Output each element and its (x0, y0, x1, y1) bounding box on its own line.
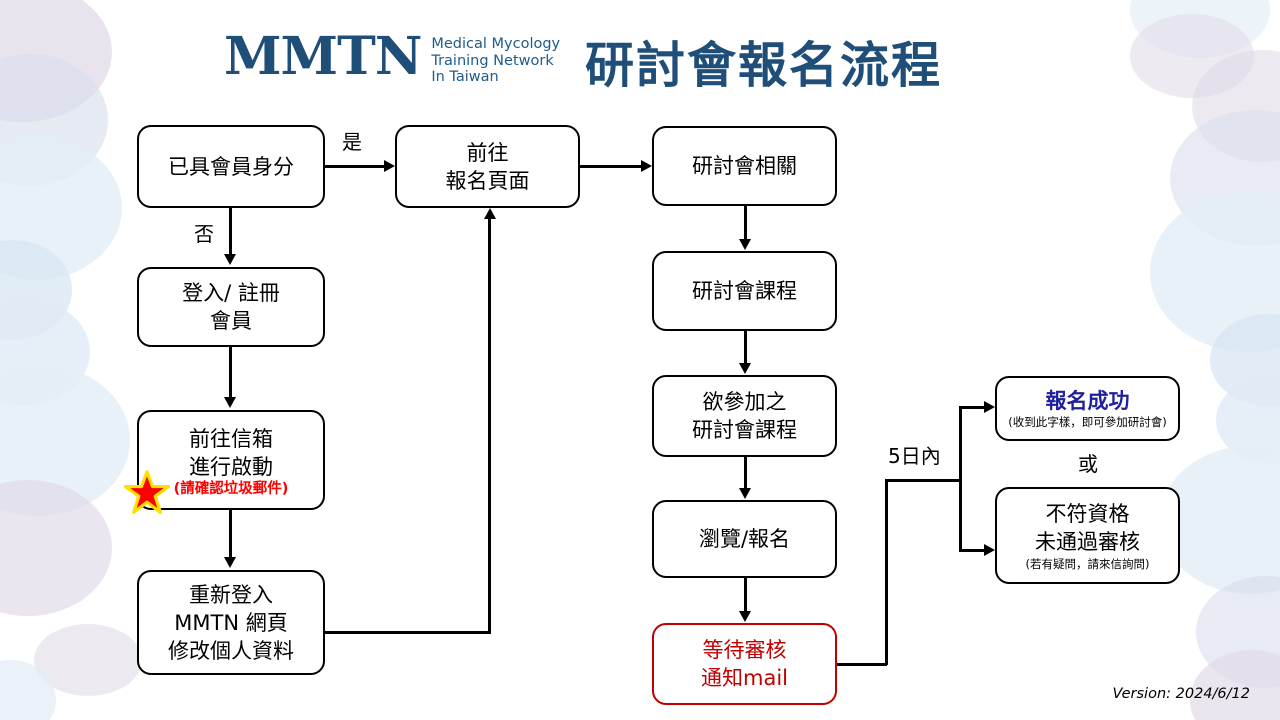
connector-branch-vertical (959, 406, 962, 552)
connector-branch-to-success (959, 406, 986, 409)
logo-tagline-line-3: In Taiwan (431, 69, 499, 85)
logo-tagline-line-2: Training Network (431, 52, 554, 69)
node-success-note: (收到此字樣，即可參加研討會) (1008, 414, 1167, 429)
logo-wordmark: MMTN (224, 26, 422, 87)
connector-course-to-desired (744, 331, 747, 364)
node-desired-course-line-1: 欲參加之 (702, 390, 787, 414)
node-desired-course-line-2: 研討會課程 (692, 418, 797, 442)
node-activate-mail-line-2: 進行啟動 (189, 454, 273, 479)
connector-branch-to-rejected (959, 549, 986, 552)
arrowhead-member-to-signup (384, 160, 395, 172)
node-seminar-related-line-1: 研討會相關 (692, 154, 797, 178)
version-stamp: Version: 2024/6/12 (1112, 686, 1250, 702)
edge-label-within-5-days: 5日內 (888, 444, 941, 468)
slide-header: MMTN Medical Mycology Training Network I… (0, 0, 1280, 115)
connector-member-to-login (229, 208, 232, 256)
node-await-review-line-2: 通知mail (701, 666, 788, 690)
node-relogin-profile-line-2: MMTN 網頁 (174, 610, 288, 635)
logo-tagline-line-1: Medical Mycology (431, 36, 561, 52)
connector-branch-horizontal (885, 479, 962, 482)
connector-member-to-signup (325, 165, 385, 168)
arrowhead-login-to-activate (224, 397, 236, 408)
connector-signup-to-seminar (580, 165, 642, 168)
arrowhead-member-to-login (224, 254, 236, 265)
arrowhead-signup-to-seminar (641, 160, 652, 172)
node-browse-signup[interactable]: 瀏覽/報名 (652, 500, 837, 578)
connector-desired-to-browse (744, 457, 747, 489)
connector-browse-to-await (744, 578, 747, 612)
arrowhead-branch-to-rejected (984, 544, 995, 556)
arrowhead-desired-to-browse (739, 488, 751, 499)
arrowhead-activate-to-relogin (224, 557, 236, 568)
node-rejected-line-1: 不符資格 (1045, 502, 1130, 526)
node-await-review-line-1: 等待審核 (702, 638, 787, 662)
node-rejected-note: (若有疑問，請來信詢問) (1025, 557, 1150, 571)
node-success[interactable]: 報名成功 (收到此字樣，即可參加研討會) (995, 376, 1180, 441)
connector-login-to-activate (229, 347, 232, 398)
node-login-register[interactable]: 登入/ 註冊 會員 (137, 267, 325, 347)
node-seminar-related[interactable]: 研討會相關 (652, 126, 837, 206)
node-relogin-profile-line-3: 修改個人資料 (168, 638, 294, 663)
star-icon (124, 470, 170, 514)
node-activate-mail[interactable]: 前往信箱 進行啟動 (請確認垃圾郵件) (137, 410, 325, 510)
connector-await-right (837, 663, 887, 666)
node-rejected-line-2: 未通過審核 (1035, 530, 1140, 554)
node-goto-signup-page-line-1: 前往 (466, 140, 509, 165)
node-activate-mail-line-1: 前往信箱 (189, 426, 273, 451)
node-member-check[interactable]: 已具會員身分 (137, 125, 325, 208)
node-seminar-course-line-1: 研討會課程 (692, 279, 797, 303)
connector-seminar-related-to-course (744, 206, 747, 240)
node-seminar-course[interactable]: 研討會課程 (652, 251, 837, 331)
node-relogin-profile[interactable]: 重新登入 MMTN 網頁 修改個人資料 (137, 570, 325, 675)
arrowhead-seminar-related-to-course (739, 239, 751, 250)
node-desired-course[interactable]: 欲參加之 研討會課程 (652, 375, 837, 457)
page-title: 研討會報名流程 (585, 37, 943, 94)
node-success-title: 報名成功 (1045, 388, 1130, 413)
node-relogin-profile-line-1: 重新登入 (189, 582, 273, 607)
edge-label-yes: 是 (342, 130, 362, 154)
node-member-check-line-1: 已具會員身分 (168, 154, 294, 179)
arrowhead-browse-to-await (739, 611, 751, 622)
node-goto-signup-page-line-2: 報名頁面 (445, 168, 530, 193)
node-browse-signup-line-1: 瀏覽/報名 (698, 527, 791, 551)
edge-label-or: 或 (1078, 452, 1098, 476)
connector-await-up (885, 479, 888, 665)
mmtn-logo: MMTN Medical Mycology Training Network I… (224, 30, 560, 86)
node-activate-mail-note: (請確認垃圾郵件) (173, 480, 289, 497)
edge-label-no: 否 (194, 222, 214, 246)
connector-relogin-right (325, 631, 491, 634)
arrowhead-course-to-desired (739, 363, 751, 374)
logo-tagline: Medical Mycology Training Network In Tai… (431, 36, 560, 86)
node-await-review[interactable]: 等待審核 通知mail (652, 623, 837, 705)
node-goto-signup-page[interactable]: 前往 報名頁面 (395, 125, 580, 208)
node-login-register-line-2: 會員 (210, 309, 252, 333)
node-rejected[interactable]: 不符資格 未通過審核 (若有疑問，請來信詢問) (995, 487, 1180, 584)
node-login-register-line-1: 登入/ 註冊 (182, 281, 280, 305)
arrowhead-branch-to-success (984, 401, 995, 413)
arrowhead-relogin-to-signup (484, 208, 496, 219)
connector-relogin-up (488, 219, 491, 633)
connector-activate-to-relogin (229, 510, 232, 558)
